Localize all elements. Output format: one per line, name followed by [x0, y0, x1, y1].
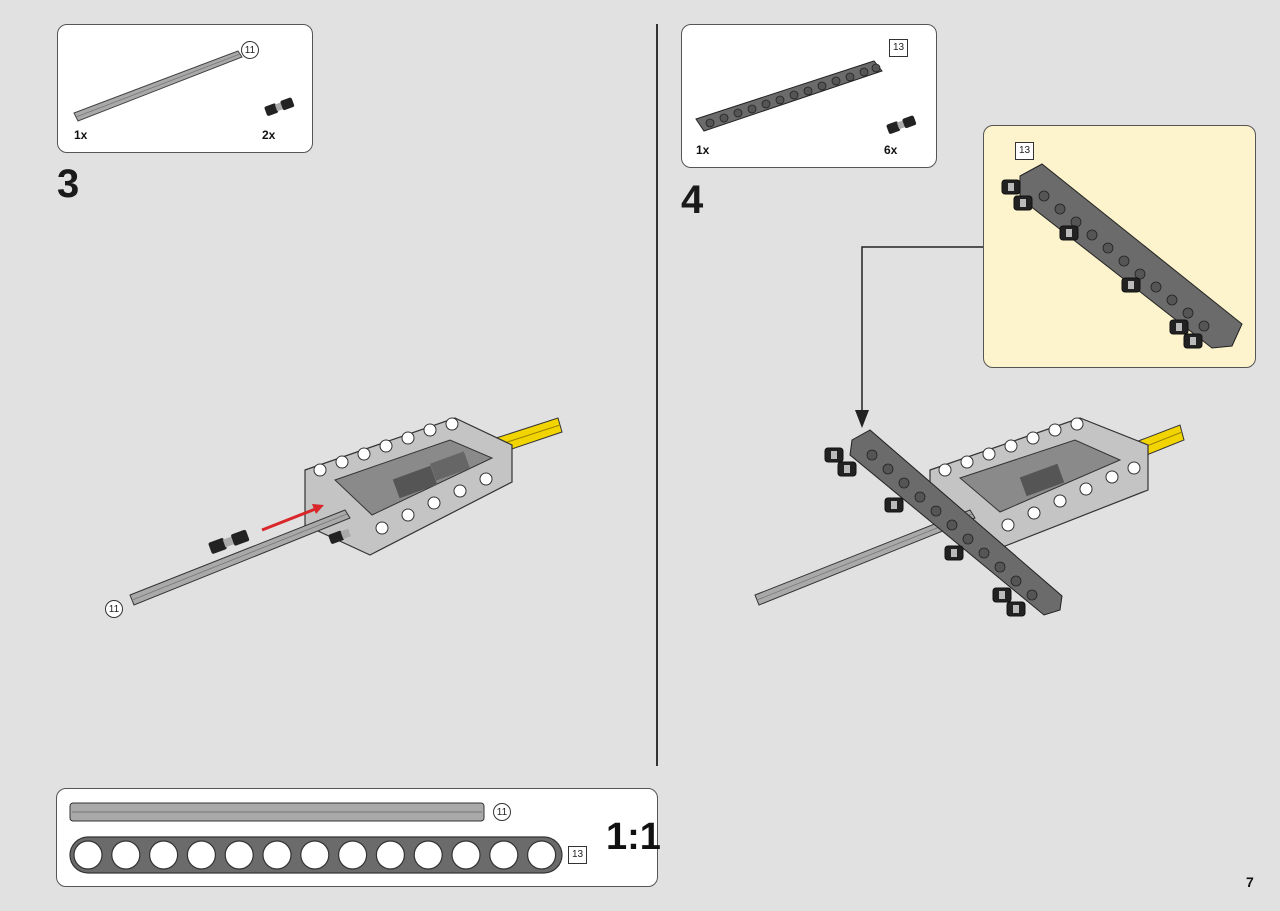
step-number-4: 4 [681, 178, 704, 222]
step4-subassembly-callout: 13 [983, 125, 1256, 368]
step4-parts-box: 1x 6x 13 [681, 24, 937, 168]
beam-hole [262, 840, 292, 870]
step3-parts-box: 1x 2x 11 [57, 24, 313, 153]
step-number-3: 3 [57, 162, 80, 206]
axle-11-part-image [73, 50, 243, 122]
beam-hole [489, 840, 519, 870]
step3-axle-callout-label: 11 [105, 600, 123, 618]
beam-quantity: 1x [696, 143, 710, 157]
beam-hole [149, 840, 179, 870]
beam-hole [451, 840, 481, 870]
scale-ratio: 1:1 [606, 816, 661, 858]
beam-length-label: 13 [889, 39, 908, 57]
pin-quantity: 2x [262, 128, 276, 142]
beam-13-part-image [695, 60, 883, 132]
beam-hole [111, 840, 141, 870]
callout-beam-with-pins-image [1001, 163, 1243, 349]
pin-quantity-step4: 6x [884, 143, 898, 157]
axle-length-label: 11 [241, 41, 259, 59]
pin-part-image [264, 97, 295, 116]
pin-part-image-step4 [886, 115, 917, 134]
beam-hole [413, 840, 443, 870]
axle-quantity: 1x [74, 128, 88, 142]
scale-axle-label: 11 [493, 803, 511, 821]
scale-beam-label: 13 [568, 846, 587, 864]
step3-assembly-image [129, 417, 563, 606]
beam-hole [338, 840, 368, 870]
callout-beam-label: 13 [1015, 142, 1034, 160]
page-divider [656, 24, 658, 766]
beam-hole [300, 840, 330, 870]
step3-frame [304, 417, 513, 556]
beam-hole [526, 840, 557, 870]
beam-hole [224, 840, 254, 870]
page-number: 7 [1246, 874, 1254, 890]
beam-hole [375, 840, 405, 870]
beam-hole [73, 840, 103, 870]
beam-hole [186, 840, 216, 870]
